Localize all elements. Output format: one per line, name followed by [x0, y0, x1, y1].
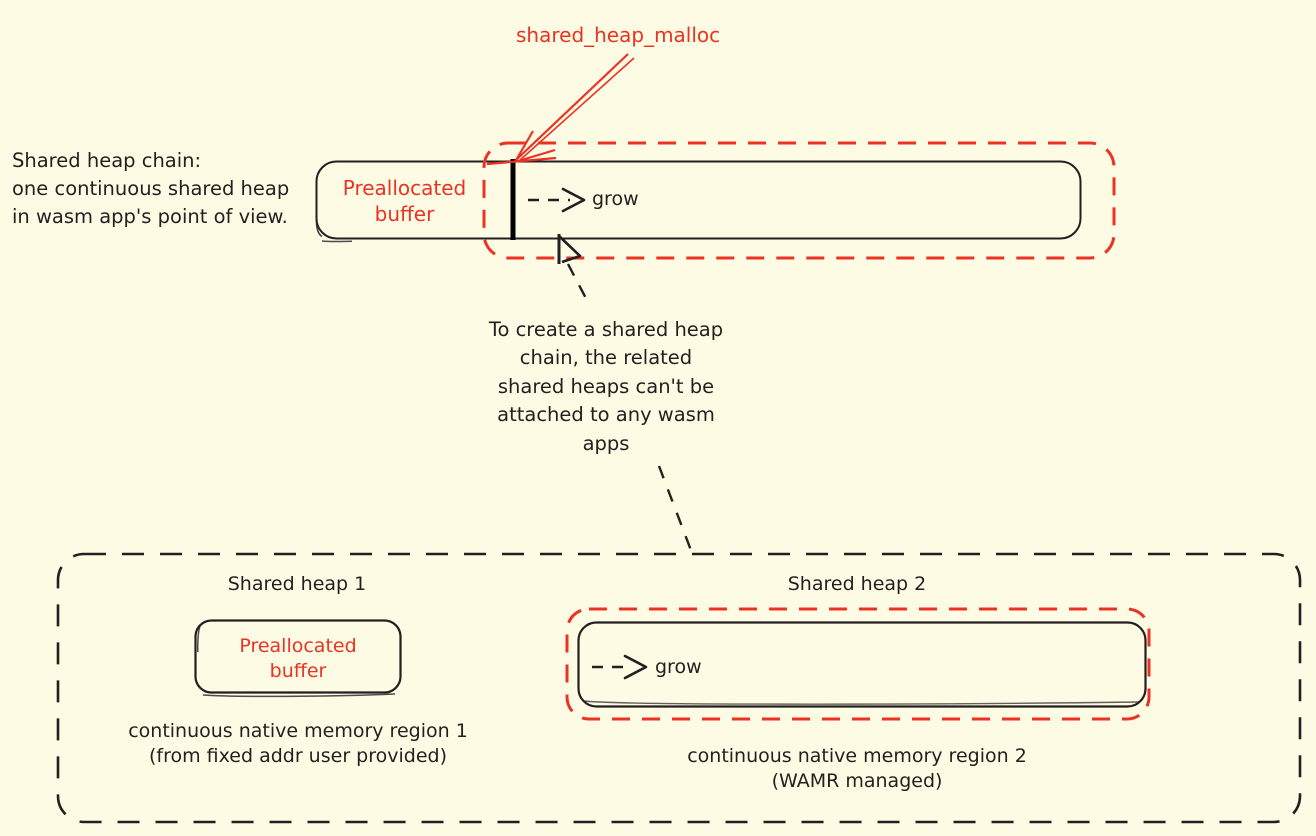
heap2-red-dashed-region: [565, 607, 1151, 721]
top-grow-label: grow: [592, 188, 639, 210]
top-preallocated-buffer-label: Preallocated buffer: [342, 176, 467, 226]
shared-heap-2-title: Shared heap 2: [787, 573, 927, 595]
note-leader-arrow-lower: [657, 465, 694, 554]
heap1-preallocated-buffer-rect: [194, 619, 402, 698]
shared-heap-chain-caption: Shared heap chain: one continuous shared…: [12, 149, 290, 229]
heap1-preallocated-buffer-label: Preallocated buffer: [239, 635, 357, 683]
bottom-grow-arrow-icon: [592, 654, 648, 680]
native-memory-region-1-caption: continuous native memory region 1 (from …: [128, 720, 468, 768]
top-red-dashed-region: [482, 141, 1116, 260]
bottom-outer-dashed-container: [56, 552, 1302, 824]
shared-heap-chain-note: To create a shared heap chain, the relat…: [488, 318, 724, 455]
top-grow-arrow-icon: [528, 187, 586, 213]
heap2-grow-label: grow: [655, 656, 702, 678]
shared-heap-malloc-pointer-arrow: [486, 53, 635, 166]
top-shared-heap-rect: [315, 160, 1082, 243]
heap2-growable-rect: [577, 621, 1147, 708]
note-leader-arrow-upper: [557, 234, 592, 307]
shared-heap-1-title: Shared heap 1: [227, 573, 367, 595]
native-memory-region-2-caption: continuous native memory region 2 (WAMR …: [687, 745, 1027, 793]
shared-heap-malloc-label: shared_heap_malloc: [516, 23, 721, 47]
